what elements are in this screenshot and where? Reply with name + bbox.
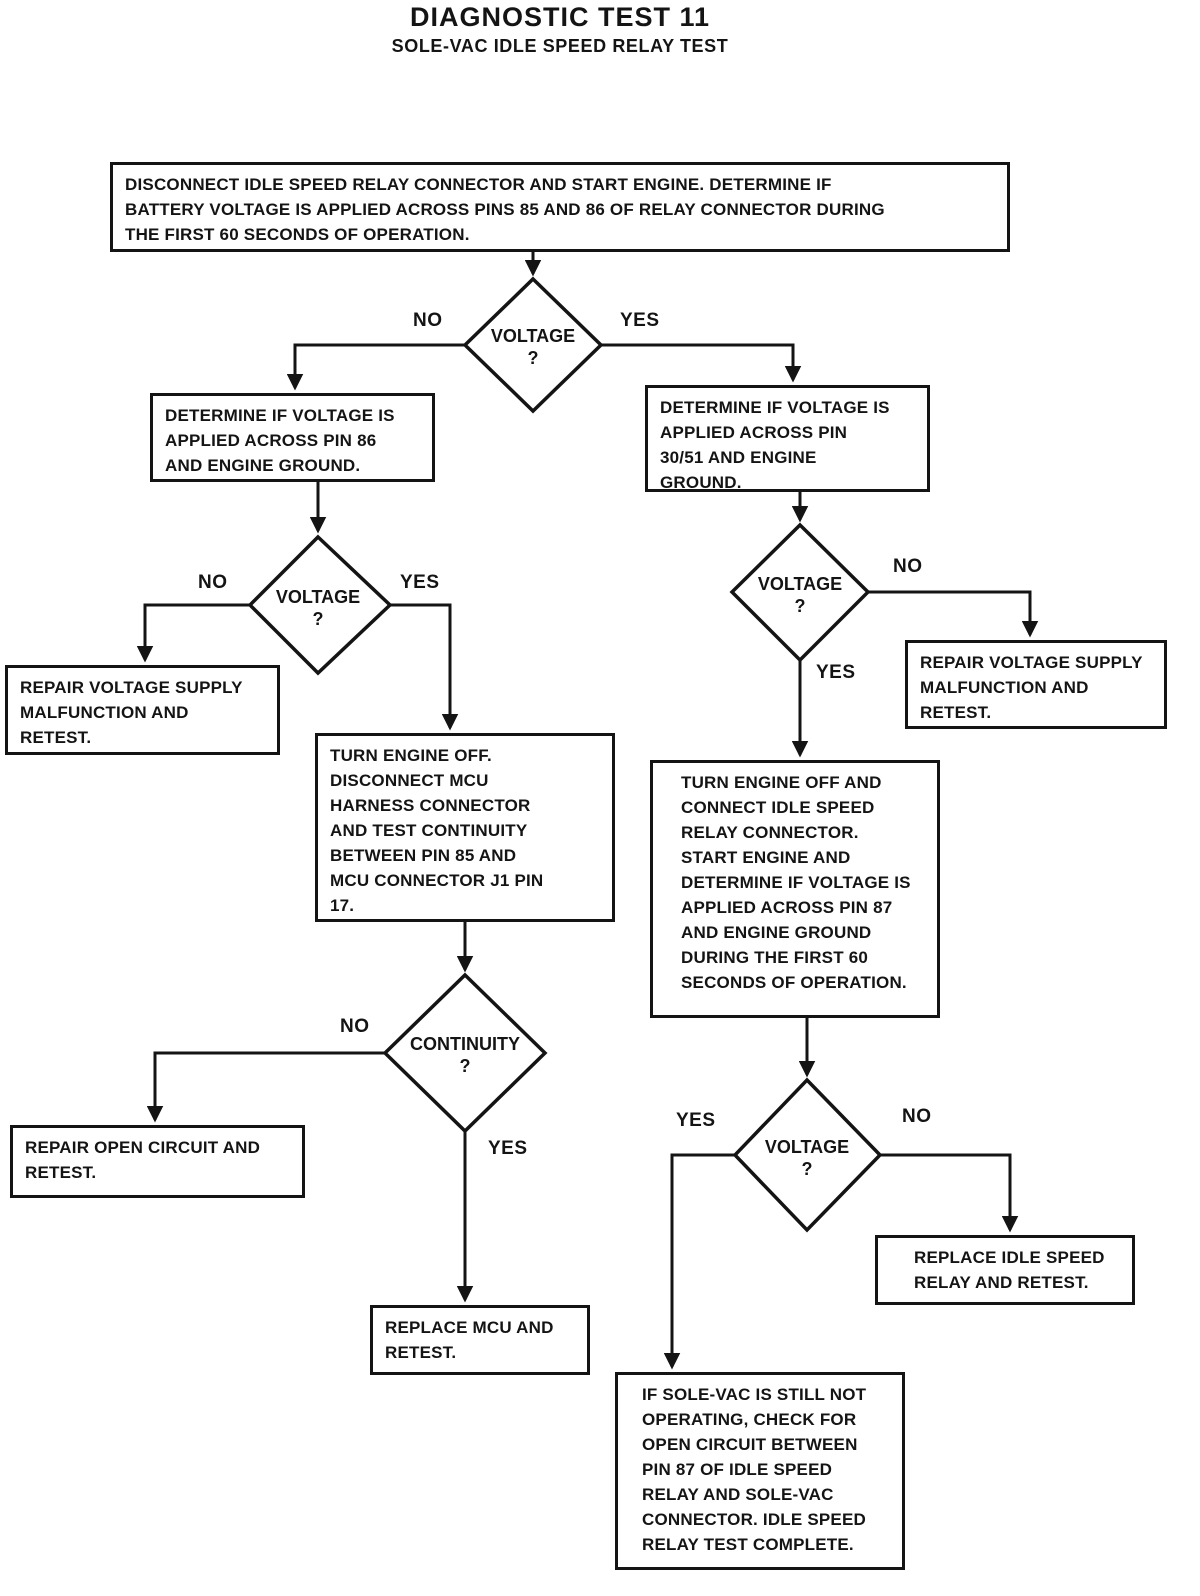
node-repair-open-circuit: REPAIR OPEN CIRCUIT AND RETEST. bbox=[10, 1125, 305, 1198]
edge-voltage1-yes bbox=[601, 343, 802, 383]
edge-label-voltage2-yes: YES bbox=[400, 572, 440, 593]
decision-voltage2-label: VOLTAGE ? bbox=[275, 587, 361, 629]
decision-voltage4-label: VOLTAGE ? bbox=[757, 574, 843, 616]
decision-continuity-label: CONTINUITY ? bbox=[410, 1034, 520, 1076]
decision-continuity-shape bbox=[382, 972, 548, 1134]
edge-continuity-no bbox=[146, 1051, 385, 1123]
decision-voltage5-shape bbox=[732, 1077, 883, 1233]
node-determine-pin3051: DETERMINE IF VOLTAGE IS APPLIED ACROSS P… bbox=[645, 385, 930, 492]
edge-label-continuity-no: NO bbox=[340, 1016, 370, 1037]
edge-voltage1-no bbox=[286, 343, 465, 391]
node-sole-vac-check: IF SOLE-VAC IS STILL NOT OPERATING, CHEC… bbox=[615, 1372, 905, 1570]
decision-voltage4-shape bbox=[729, 522, 871, 663]
node-start: DISCONNECT IDLE SPEED RELAY CONNECTOR AN… bbox=[110, 162, 1010, 252]
node-turn-engine-off-relay: TURN ENGINE OFF AND CONNECT IDLE SPEED R… bbox=[650, 760, 940, 1018]
page-subtitle: SOLE-VAC IDLE SPEED RELAY TEST bbox=[391, 36, 729, 56]
decision-voltage1-shape bbox=[462, 276, 604, 414]
node-repair-voltage-right: REPAIR VOLTAGE SUPPLY MALFUNCTION AND RE… bbox=[905, 640, 1167, 729]
edge-voltage2-no bbox=[136, 603, 250, 663]
edge-label-voltage1-no: NO bbox=[413, 310, 443, 331]
edge-voltage5-yes bbox=[663, 1153, 735, 1370]
decision-voltage1-label: VOLTAGE ? bbox=[490, 326, 576, 368]
node-replace-mcu: REPLACE MCU AND RETEST. bbox=[370, 1305, 590, 1375]
node-determine-pin86: DETERMINE IF VOLTAGE IS APPLIED ACROSS P… bbox=[150, 393, 435, 482]
edge-label-voltage4-yes: YES bbox=[816, 662, 856, 683]
node-repair-voltage-left: REPAIR VOLTAGE SUPPLY MALFUNCTION AND RE… bbox=[5, 665, 280, 755]
page-title: DIAGNOSTIC TEST 11 bbox=[409, 2, 711, 32]
edge-voltage2-yes bbox=[390, 603, 459, 731]
edge-label-voltage2-no: NO bbox=[198, 572, 228, 593]
edge-label-voltage4-no: NO bbox=[893, 556, 923, 577]
decision-voltage2-shape bbox=[247, 534, 393, 676]
edge-label-voltage5-yes: YES bbox=[676, 1110, 716, 1131]
node-replace-relay: REPLACE IDLE SPEED RELAY AND RETEST. bbox=[875, 1235, 1135, 1305]
node-turn-engine-off-mcu: TURN ENGINE OFF. DISCONNECT MCU HARNESS … bbox=[315, 733, 615, 922]
edge-label-voltage1-yes: YES bbox=[620, 310, 660, 331]
edge-label-continuity-yes: YES bbox=[488, 1138, 528, 1159]
edge-label-voltage5-no: NO bbox=[902, 1106, 932, 1127]
decision-voltage5-label: VOLTAGE ? bbox=[764, 1137, 850, 1179]
edge-voltage5-no bbox=[880, 1153, 1019, 1233]
edge-voltage4-no bbox=[868, 590, 1039, 638]
